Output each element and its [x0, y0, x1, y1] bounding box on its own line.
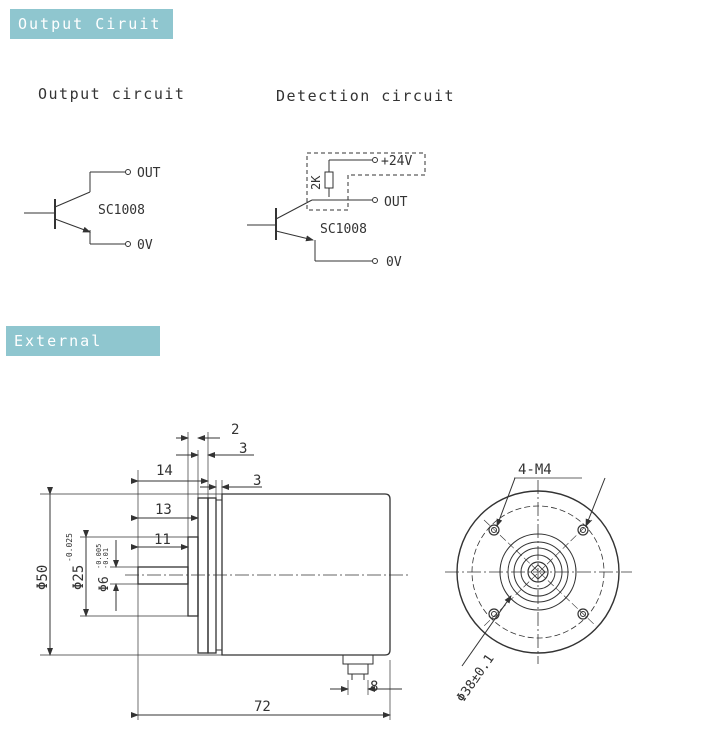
dim-phi25-label: Φ25 — [71, 565, 87, 590]
m4-leader — [496, 477, 516, 527]
emitter-lead — [54, 218, 91, 233]
transistor-label: SC1008 — [98, 203, 145, 218]
dim-13-label: 13 — [155, 502, 172, 518]
connector-nut — [347, 663, 369, 675]
detect-zero-v-terminal — [372, 258, 378, 264]
output-circuit: Output circuit OUT 0V SC1008 — [24, 85, 185, 253]
phi38-leader — [461, 595, 512, 667]
flange — [197, 497, 209, 654]
dim-phi6-label: Φ6 — [97, 576, 112, 592]
out-terminal — [125, 169, 131, 175]
output-circuit-title: Output circuit — [38, 85, 185, 103]
collector-lead — [54, 191, 91, 208]
dim-phi50-label: Φ50 — [35, 565, 51, 590]
detection-circuit: Detection circuit +24V 2K OUT 0V SC1008 — [247, 87, 455, 270]
dim-8-label: 8 — [370, 679, 378, 695]
connector-base — [342, 654, 374, 665]
dim-11-label: 11 — [154, 532, 171, 548]
detect-out-label: OUT — [384, 195, 408, 210]
mounting-holes — [488, 524, 589, 620]
encoder-body — [221, 493, 391, 656]
pullup-dashed-box — [306, 152, 426, 211]
dim-3b-label: 3 — [253, 473, 261, 489]
zero-v-label: 0V — [137, 238, 153, 253]
output-circuit-banner: Output Ciruit — [10, 9, 173, 39]
detect-out-terminal — [372, 197, 378, 203]
out-label: OUT — [137, 166, 161, 181]
zero-v-terminal — [125, 241, 131, 247]
shaft-flat — [530, 564, 546, 580]
dim-72-label: 72 — [254, 699, 271, 715]
dim-phi25-tolerance: -0.025 — [65, 533, 74, 562]
detection-circuit-title: Detection circuit — [276, 87, 455, 105]
detect-collector-lead — [275, 199, 313, 220]
flange-step — [207, 497, 217, 654]
dim-2-label: 2 — [231, 422, 239, 438]
shaft — [137, 566, 189, 585]
m4-label: 4-M4 — [518, 462, 552, 478]
pilot-boss — [187, 536, 199, 617]
dim-3a-label: 3 — [239, 441, 247, 457]
resistor — [324, 171, 334, 189]
detect-emitter-lead — [275, 230, 314, 242]
front-view: 4-M4 Φ38±0.1 — [445, 462, 632, 705]
external-view-banner: External View — [6, 326, 160, 380]
side-view: 2 3 3 14 13 11 8 72 Φ50 Φ25 -0.025 Φ6 -0… — [35, 422, 410, 720]
plus24-label: +24V — [381, 154, 412, 169]
phi38-label: Φ38±0.1 — [454, 652, 498, 705]
dim-phi6-tolerance-top: -0.005 — [95, 544, 103, 569]
detect-zero-v-label: 0V — [386, 255, 402, 270]
resistor-label: 2K — [309, 175, 323, 190]
dim-14-label: 14 — [156, 463, 173, 479]
plus24-terminal — [372, 157, 378, 163]
dim-phi6-tolerance-bottom: -0.01 — [102, 548, 110, 569]
detect-transistor-label: SC1008 — [320, 222, 367, 237]
